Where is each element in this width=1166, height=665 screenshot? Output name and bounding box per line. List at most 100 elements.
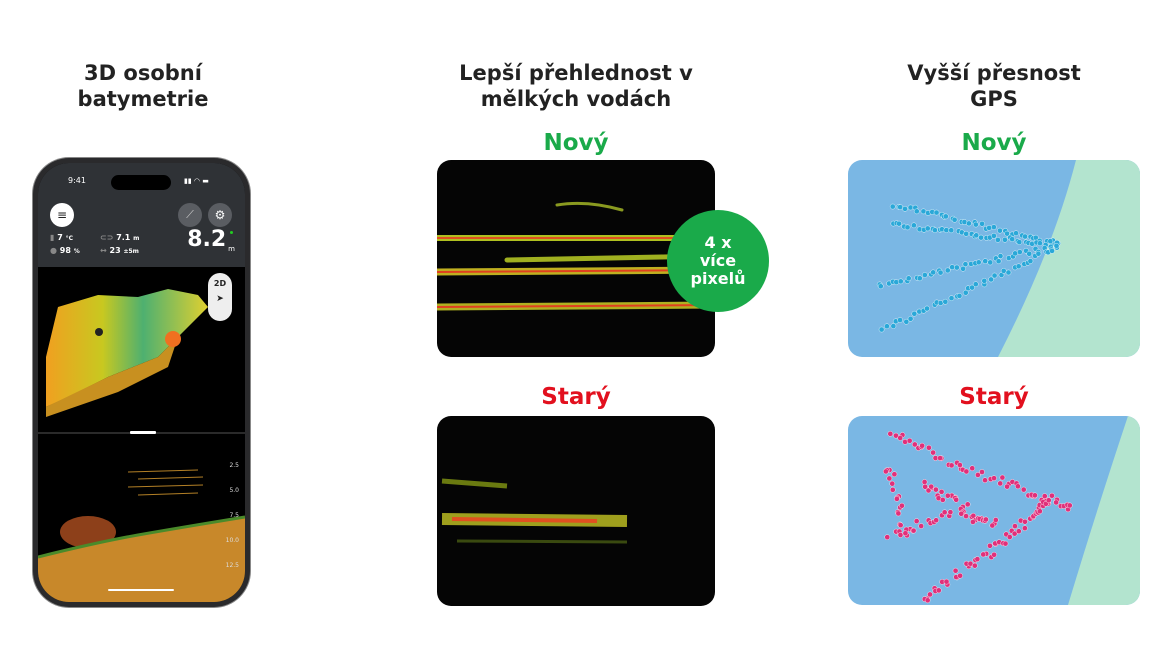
gps-track-point [991,552,996,557]
gps-track-point [991,233,996,238]
depth-scale: 2.55.07.510.012.5 [226,453,239,578]
gps-track-point [914,519,919,524]
gps-track-point [1022,526,1027,531]
signal-icon: ▮▮ ◠ ▬ [184,176,209,186]
gps-track-point [1002,237,1007,242]
gps-track-point [1016,529,1021,534]
gps-track-point [960,266,965,271]
gps-track-point [973,222,978,227]
depth-display: 8.2 m [187,227,235,253]
gps-track-point [938,270,943,275]
gps-track-point [949,296,954,301]
gps-track-point [933,487,938,492]
gps-track-point [954,497,959,502]
scale-tick: 7.5 [226,503,239,528]
gps-track-point [911,528,916,533]
gps-track-point [1012,524,1017,529]
gps-track-point [920,443,925,448]
gps-track-point [896,511,901,516]
gps-track-point [932,228,937,233]
gps-track-point [991,224,996,229]
gps-track-point [926,445,931,450]
gps-track-point [1022,519,1027,524]
gps-track-point [983,517,988,522]
gps-track-point [1006,270,1011,275]
gps-track-point [979,469,984,474]
gps-track-point [903,531,908,536]
gps-track-point [998,253,1003,258]
phone-mockup: 9:41 ▮▮ ◠ ▬ ≡ ⟋ ⚙ ▮ 7 °C ● 98 % ⊂⊃ 7.1 m… [33,158,250,607]
gps-track-point [937,455,942,460]
gps-track-point [944,579,949,584]
gps-track-point [898,204,903,209]
gps-track-point [952,217,957,222]
gps-track-point [954,265,959,270]
gps-track-point [1013,231,1018,236]
gps-track-point [959,511,964,516]
gps-track-point [908,316,913,321]
gps-track-point [979,221,984,226]
gps-track-point [990,523,995,528]
gps-track-point [892,472,897,477]
gps-track-point [908,205,913,210]
gps-track-point [943,214,948,219]
depth-reading: 7.1 [116,233,130,242]
gps-track-point [1036,251,1041,256]
gps-track-point [945,493,950,498]
bathymetry-3d-view [38,267,245,602]
gps-track-point [890,487,895,492]
gps-track-point [982,478,987,483]
gps-track-point [995,237,1000,242]
gps-track-point [925,598,930,603]
gps-track-point [1046,498,1051,503]
gps-track-point [958,573,963,578]
label-new-gps: Nový [894,130,1094,156]
scale-tick: 10.0 [226,528,239,553]
gps-track-point [934,210,939,215]
gps-track-point [940,497,945,502]
menu-button[interactable]: ≡ [50,203,74,227]
gps-track-point [1013,251,1018,256]
gps-track-point [883,469,888,474]
gps-track-point [897,317,902,322]
gps-track-point [887,476,892,481]
gps-track-point [931,450,936,455]
gps-track-point [1054,500,1059,505]
gps-track-point [896,221,901,226]
title-shallow-water: Lepší přehlednost v mělkých vodách [416,60,736,112]
gps-track-point [912,311,917,316]
gps-track-point [938,300,943,305]
status-time: 9:41 [68,176,86,186]
gps-track-point [983,259,988,264]
route-button[interactable]: ⟋ [178,203,202,227]
gps-track-point [976,260,981,265]
gps-track-point [894,496,899,501]
gps-track-point [996,259,1001,264]
gps-track-point [1037,509,1042,514]
gps-track-point [924,306,929,311]
gps-track-point [939,489,944,494]
temperature: 7 [57,233,63,242]
gps-track-point [998,481,1003,486]
gps-track-point [1017,249,1022,254]
gps-track-point [965,502,970,507]
gps-track-point [922,272,927,277]
gps-track-point [944,228,949,233]
gps-track-point [1015,484,1020,489]
gps-track-point [911,223,916,228]
settings-button[interactable]: ⚙ [208,203,232,227]
gps-track-point [879,327,884,332]
gps-track-point [1042,493,1047,498]
gps-track-point [927,592,932,597]
gps-track-point [972,563,977,568]
gps-track-point [1067,503,1072,508]
label-new-sonar: Nový [476,130,676,156]
phone-screen: 9:41 ▮▮ ◠ ▬ ≡ ⟋ ⚙ ▮ 7 °C ● 98 % ⊂⊃ 7.1 m… [38,163,245,602]
gps-track-point [1049,493,1054,498]
gps-track-point [890,481,895,486]
dynamic-island [111,175,171,190]
gps-track-point [936,588,941,593]
gps-track-point [982,278,987,283]
gps-track-point [1000,475,1005,480]
gps-track-point [970,519,975,524]
